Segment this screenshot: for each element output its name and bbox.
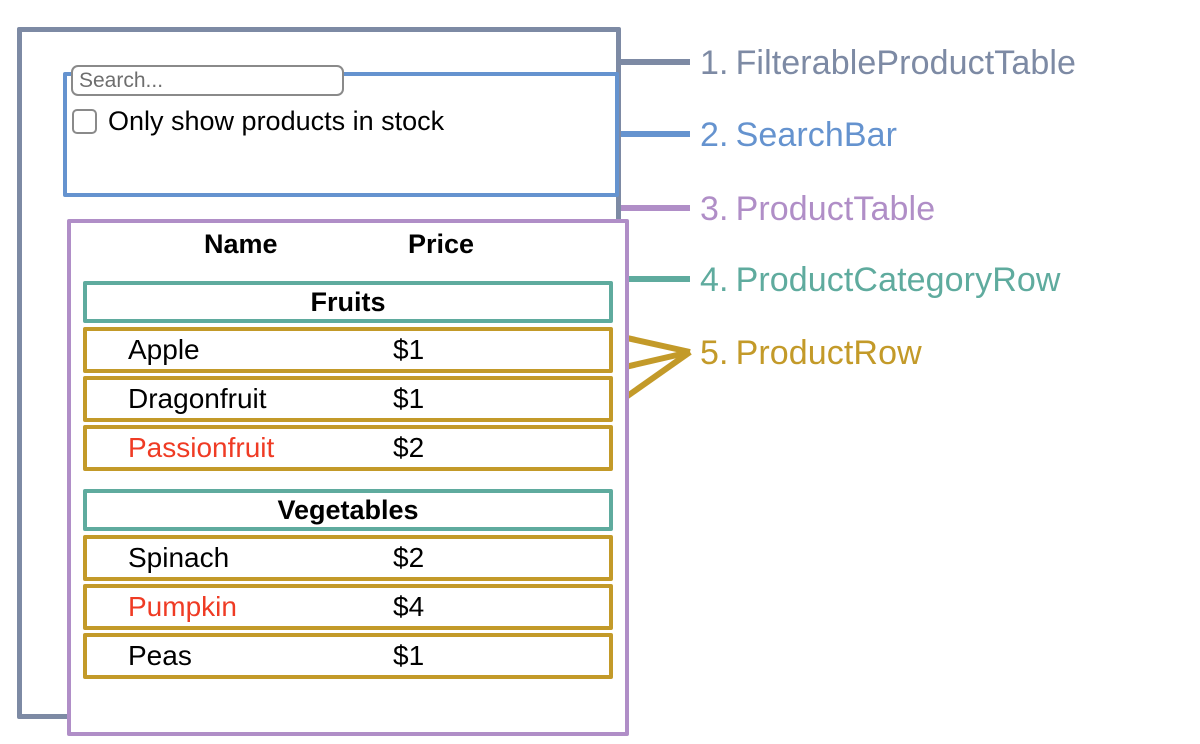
product-name: Dragonfruit <box>128 383 267 414</box>
legend-number-5: 5. <box>700 334 729 372</box>
legend-number-1: 1. <box>700 44 729 82</box>
column-header-name: Name <box>204 229 278 259</box>
checkbox-icon[interactable] <box>72 109 97 134</box>
product-price: $2 <box>393 542 425 573</box>
product-category-label: Fruits <box>310 286 386 317</box>
product-row: Peas $1 <box>83 633 613 679</box>
legend-item-productcategoryrow: 4.ProductCategoryRow <box>700 263 1061 297</box>
column-header-price: Price <box>408 229 475 259</box>
product-row: Spinach $2 <box>83 535 613 581</box>
legend-item-searchbar: 2.SearchBar <box>700 118 897 152</box>
product-price: $2 <box>393 432 425 463</box>
search-input[interactable] <box>71 65 344 96</box>
legend-label-3: ProductTable <box>735 190 936 228</box>
legend-item-producttable: 3.ProductTable <box>700 192 935 226</box>
product-category-row: Vegetables <box>83 489 613 531</box>
in-stock-filter-label: Only show products in stock <box>108 106 445 136</box>
product-row: Pumpkin $4 <box>83 584 613 630</box>
legend-number-4: 4. <box>700 261 729 299</box>
product-price: $4 <box>393 591 425 622</box>
filterable-product-table: Only show products in stock Name Price F… <box>17 27 629 736</box>
product-category-label: Vegetables <box>277 494 419 525</box>
legend-label-5: ProductRow <box>735 334 922 372</box>
section-spacer <box>83 474 613 489</box>
product-price: $1 <box>393 640 425 671</box>
legend-item-productrow: 5.ProductRow <box>700 336 922 370</box>
legend-number-3: 3. <box>700 190 729 228</box>
product-price: $1 <box>393 383 425 414</box>
legend-item-filterableproducttable: 1.FilterableProductTable <box>700 46 1076 80</box>
legend-label-4: ProductCategoryRow <box>735 261 1061 299</box>
product-row: Apple $1 <box>83 327 613 373</box>
in-stock-filter[interactable]: Only show products in stock <box>72 108 444 135</box>
product-table-header: Name Price <box>71 231 625 271</box>
product-name: Spinach <box>128 542 230 573</box>
product-row: Passionfruit $2 <box>83 425 613 471</box>
product-row: Dragonfruit $1 <box>83 376 613 422</box>
legend-label-2: SearchBar <box>735 116 898 154</box>
product-price: $1 <box>393 334 425 365</box>
product-name: Peas <box>128 640 192 671</box>
product-category-row: Fruits <box>83 281 613 323</box>
product-name: Pumpkin <box>128 591 237 622</box>
product-name: Passionfruit <box>128 432 275 463</box>
legend-label-1: FilterableProductTable <box>735 44 1077 82</box>
product-name: Apple <box>128 334 200 365</box>
legend-number-2: 2. <box>700 116 729 154</box>
